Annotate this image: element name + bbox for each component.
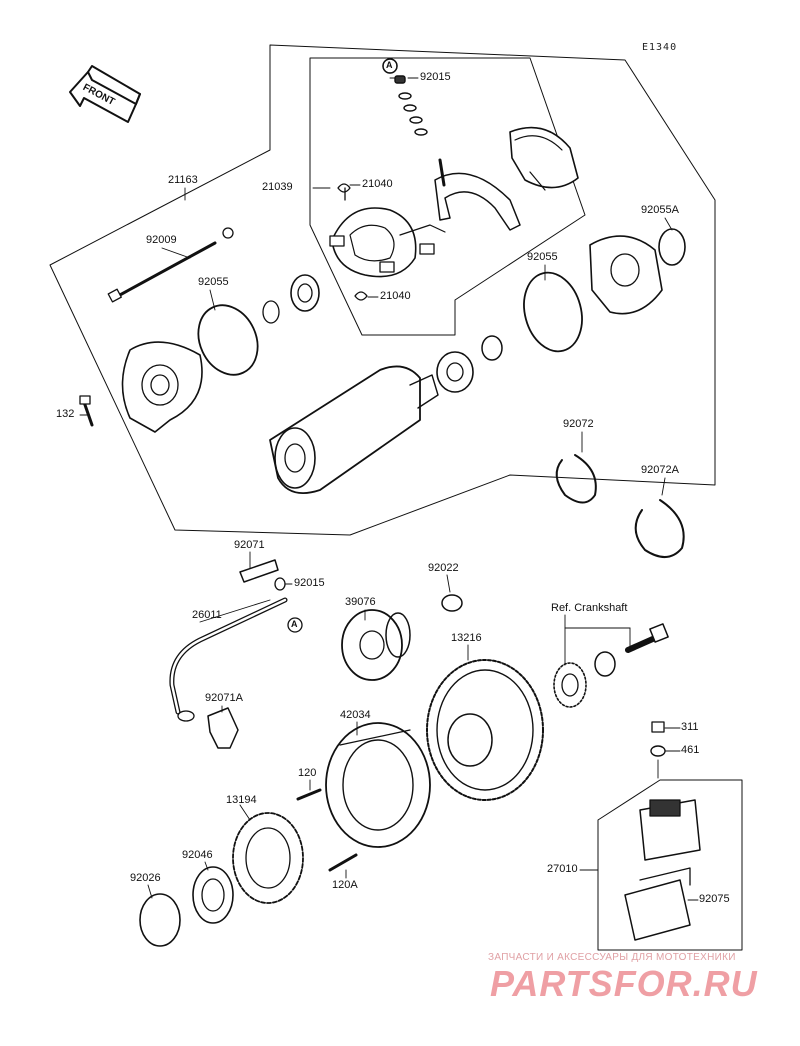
- cap-92071A-icon: [207, 707, 239, 749]
- label-21040-top: 21040: [362, 178, 393, 190]
- clutch-housing-13194-icon: [232, 812, 304, 904]
- oring-92055-right-icon: [523, 271, 583, 353]
- rear-cover-icon: [589, 235, 663, 315]
- label-92026: 92026: [130, 872, 161, 884]
- circlip-92072-icon: [555, 454, 597, 504]
- label-13194: 13194: [226, 794, 257, 806]
- label-13216: 13216: [451, 632, 482, 644]
- label-92071: 92071: [234, 539, 265, 551]
- watermark-brand: PARTSFOR.RU: [490, 963, 758, 1004]
- ref-marker-top-circle: [382, 58, 398, 74]
- bolt-120A-icon: [328, 853, 358, 872]
- washer-icon: [262, 300, 280, 324]
- label-92009: 92009: [146, 234, 177, 246]
- leader-lines: [79, 77, 699, 901]
- oring-92055-left-icon: [197, 304, 259, 376]
- needle-bearing-92046-icon: [192, 866, 234, 924]
- relay-unit-icon: [639, 799, 701, 861]
- ref-marker-bottom-circle: [287, 617, 303, 633]
- seal-right-icon: [481, 335, 503, 361]
- label-92072A: 92072A: [641, 464, 679, 476]
- label-42034: 42034: [340, 709, 371, 721]
- ref-marker-bottom: A: [291, 619, 298, 629]
- front-cover-icon: [121, 341, 203, 433]
- label-132: 132: [56, 408, 75, 420]
- crank-washer-icon: [594, 651, 616, 677]
- bolt-132-icon: [79, 395, 94, 427]
- one-way-clutch-icon: [341, 609, 411, 681]
- crank-bolt-icon: [625, 623, 669, 653]
- end-cover-cup-icon: [509, 126, 579, 191]
- label-21163: 21163: [168, 174, 198, 186]
- label-461: 461: [681, 744, 700, 756]
- bearing-right-icon: [436, 351, 474, 393]
- label-92046: 92046: [182, 849, 213, 861]
- label-26011: 26011: [192, 609, 222, 621]
- label-92075: 92075: [699, 893, 730, 905]
- nut-311-icon: [651, 721, 665, 733]
- small-oring-icon: [222, 227, 234, 239]
- circlip-92072A-icon: [634, 499, 685, 558]
- relay-cover-icon: [624, 867, 691, 941]
- label-120: 120: [298, 767, 317, 779]
- long-bolt-icon: [107, 241, 217, 303]
- label-21039: 21039: [262, 181, 293, 193]
- label-120A: 120A: [332, 879, 358, 891]
- label-92071A: 92071A: [205, 692, 243, 704]
- label-92055-right: 92055: [527, 251, 558, 263]
- label-311: 311: [681, 721, 699, 733]
- oil-pipe-fitting-icon: [239, 559, 286, 591]
- label-92072: 92072: [563, 418, 594, 430]
- label-92015-bottom: 92015: [294, 577, 325, 589]
- oil-pipe-icon: [169, 597, 288, 722]
- spring-stack-icon: [382, 58, 428, 136]
- label-ref-crankshaft: Ref. Crankshaft: [551, 602, 628, 614]
- brush-holder-fork-icon: [434, 158, 521, 231]
- armature-housing-icon: [269, 365, 439, 494]
- washer-461-icon: [650, 745, 666, 757]
- label-39076: 39076: [345, 596, 376, 608]
- bolt-120-icon: [296, 788, 322, 801]
- gear-13216-icon: [426, 659, 544, 801]
- brush-plate-icon: [329, 183, 446, 301]
- label-21040-bottom: 21040: [380, 290, 411, 302]
- label-92055A: 92055A: [641, 204, 679, 216]
- diagram-code: E1340: [642, 42, 678, 53]
- label-92055-left: 92055: [198, 276, 229, 288]
- brush-assembly-boundary: [309, 57, 586, 336]
- label-92022: 92022: [428, 562, 459, 574]
- front-arrow-icon: [69, 65, 141, 123]
- label-92015-top: 92015: [420, 71, 451, 83]
- washer-92022-icon: [441, 594, 463, 612]
- bearing-left-icon: [290, 274, 320, 312]
- oring-92055A-icon: [658, 228, 686, 266]
- ref-marker-top: A: [386, 60, 393, 70]
- relay-boundary: [597, 779, 743, 951]
- watermark-tagline: ЗАПЧАСТИ И АКСЕССУАРЫ ДЛЯ МОТОТЕХНИКИ: [488, 952, 736, 963]
- sprocket-crank-icon: [553, 662, 587, 708]
- label-27010: 27010: [547, 863, 578, 875]
- flywheel-rotor-icon: [325, 722, 431, 848]
- starter-assembly-boundary: [49, 44, 716, 536]
- washer-92026-icon: [139, 893, 181, 947]
